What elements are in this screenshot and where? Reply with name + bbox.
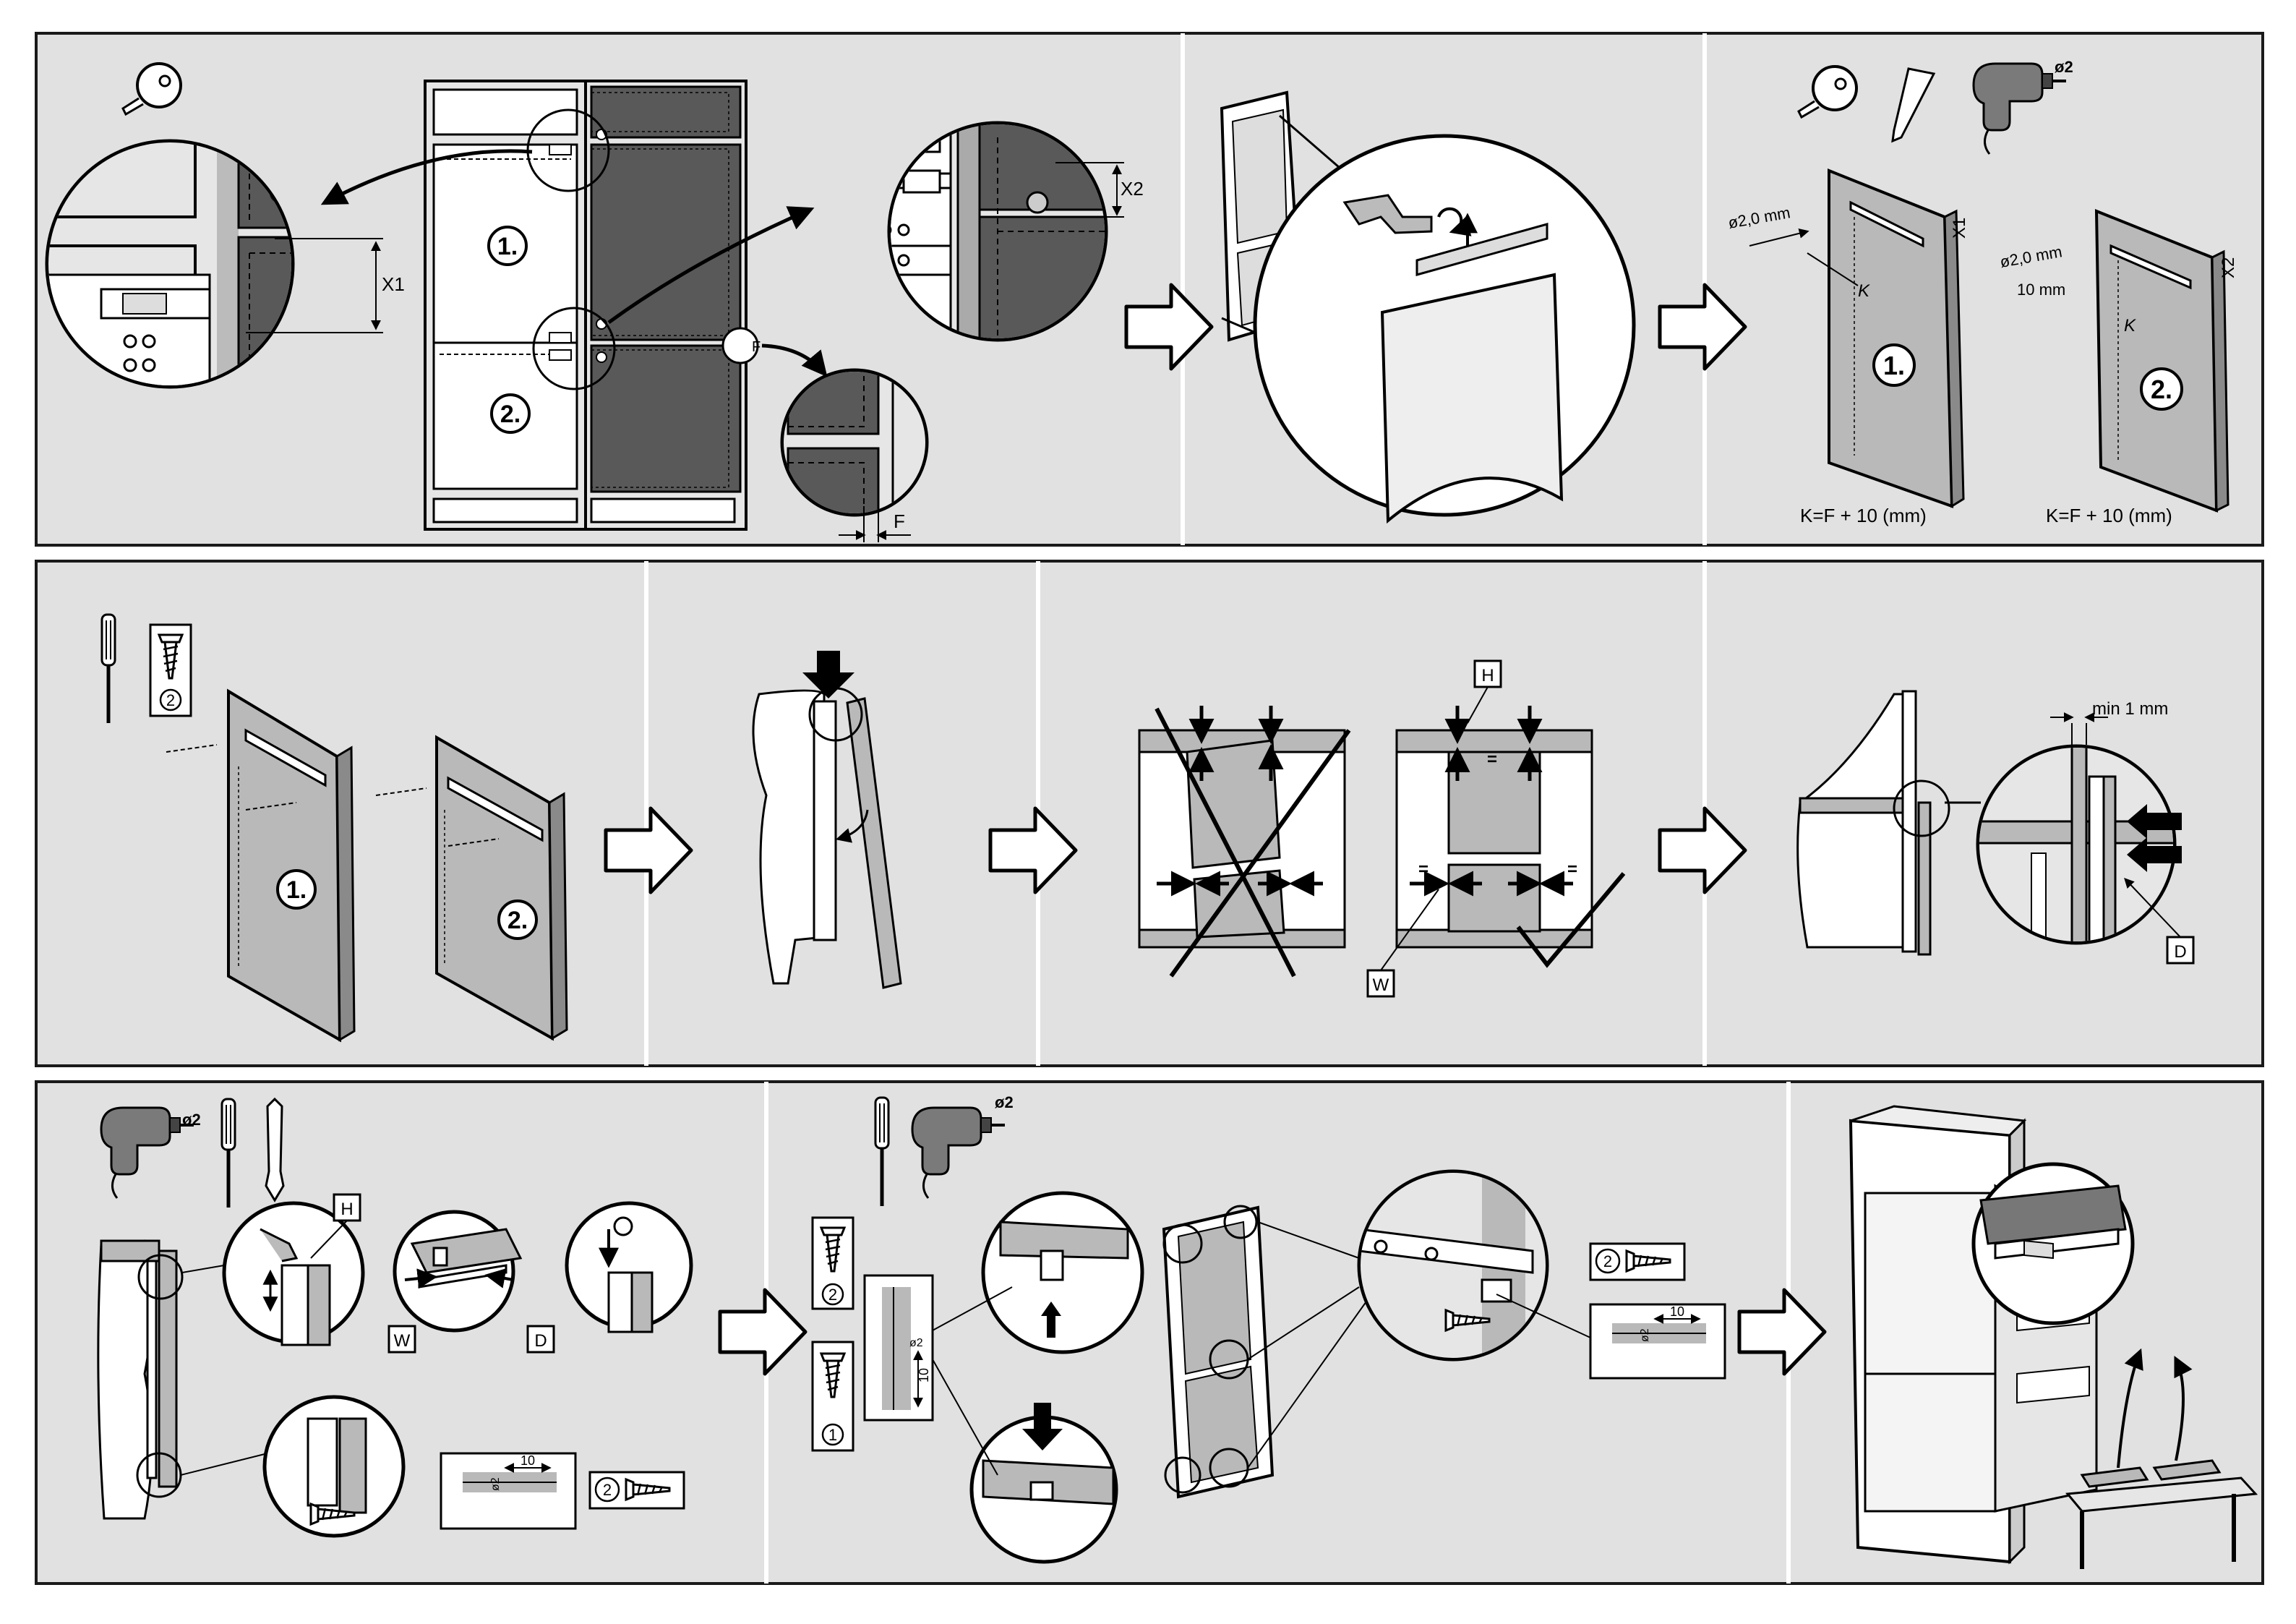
- depth-label-3: 10: [1670, 1304, 1684, 1319]
- equal-top-label: =: [1487, 750, 1497, 769]
- x1-dimension-label: X1: [382, 273, 405, 295]
- d-callout: D: [2174, 942, 2186, 962]
- row2-door-2-label: 2.: [507, 907, 528, 934]
- step-2-label: 2.: [500, 401, 521, 428]
- drill-diameter-label-3: ø2: [995, 1093, 1014, 1111]
- screw-2-label-c: 2: [828, 1286, 837, 1304]
- x2-door-label: X2: [2219, 257, 2238, 278]
- x2-dimension-label: X2: [1121, 178, 1144, 200]
- k-formula-2: K=F + 10 (mm): [2046, 505, 2172, 526]
- w-callout-2: W: [394, 1331, 411, 1351]
- x1-door-label: X1: [1950, 218, 1969, 239]
- min-gap-label: min 1 mm: [2092, 699, 2168, 719]
- hole-dia-label-3: ø2: [1639, 1328, 1651, 1342]
- row2-door-1-label: 1.: [286, 876, 307, 904]
- equal-left-label: =: [1418, 860, 1428, 879]
- screw-2-label: 2: [166, 691, 175, 709]
- step-1-label: 1.: [497, 233, 518, 260]
- door-2-label: 2.: [2151, 375, 2172, 404]
- h-callout: H: [1481, 666, 1494, 685]
- screw-1-label: 1: [828, 1426, 837, 1444]
- f-dimension-label: F: [894, 510, 905, 532]
- screw-2-label-b: 2: [603, 1481, 612, 1499]
- f-marker-small: F: [752, 339, 761, 355]
- d-callout-2: D: [534, 1331, 547, 1351]
- drill-diameter-label: ø2: [2055, 58, 2073, 76]
- h-callout-2: H: [340, 1200, 353, 1219]
- hole-dia-label: ø2: [489, 1477, 502, 1491]
- equal-right-label: =: [1567, 860, 1577, 879]
- k-formula-1: K=F + 10 (mm): [1800, 505, 1927, 526]
- hole-dia-label-2: ø2: [909, 1337, 923, 1349]
- drill-diameter-label-2: ø2: [182, 1111, 201, 1129]
- k-label-1: K: [1858, 281, 1870, 301]
- door-1-label: 1.: [1883, 351, 1905, 380]
- depth-label: 10: [521, 1453, 535, 1468]
- w-callout: W: [1373, 975, 1389, 995]
- wrench-icon: [266, 1099, 283, 1200]
- screw-2-label-d: 2: [1603, 1252, 1612, 1270]
- k-label-2: K: [2124, 316, 2136, 336]
- ten-mm-label: 10 mm: [2017, 281, 2065, 299]
- depth-label-2: 10: [917, 1368, 931, 1382]
